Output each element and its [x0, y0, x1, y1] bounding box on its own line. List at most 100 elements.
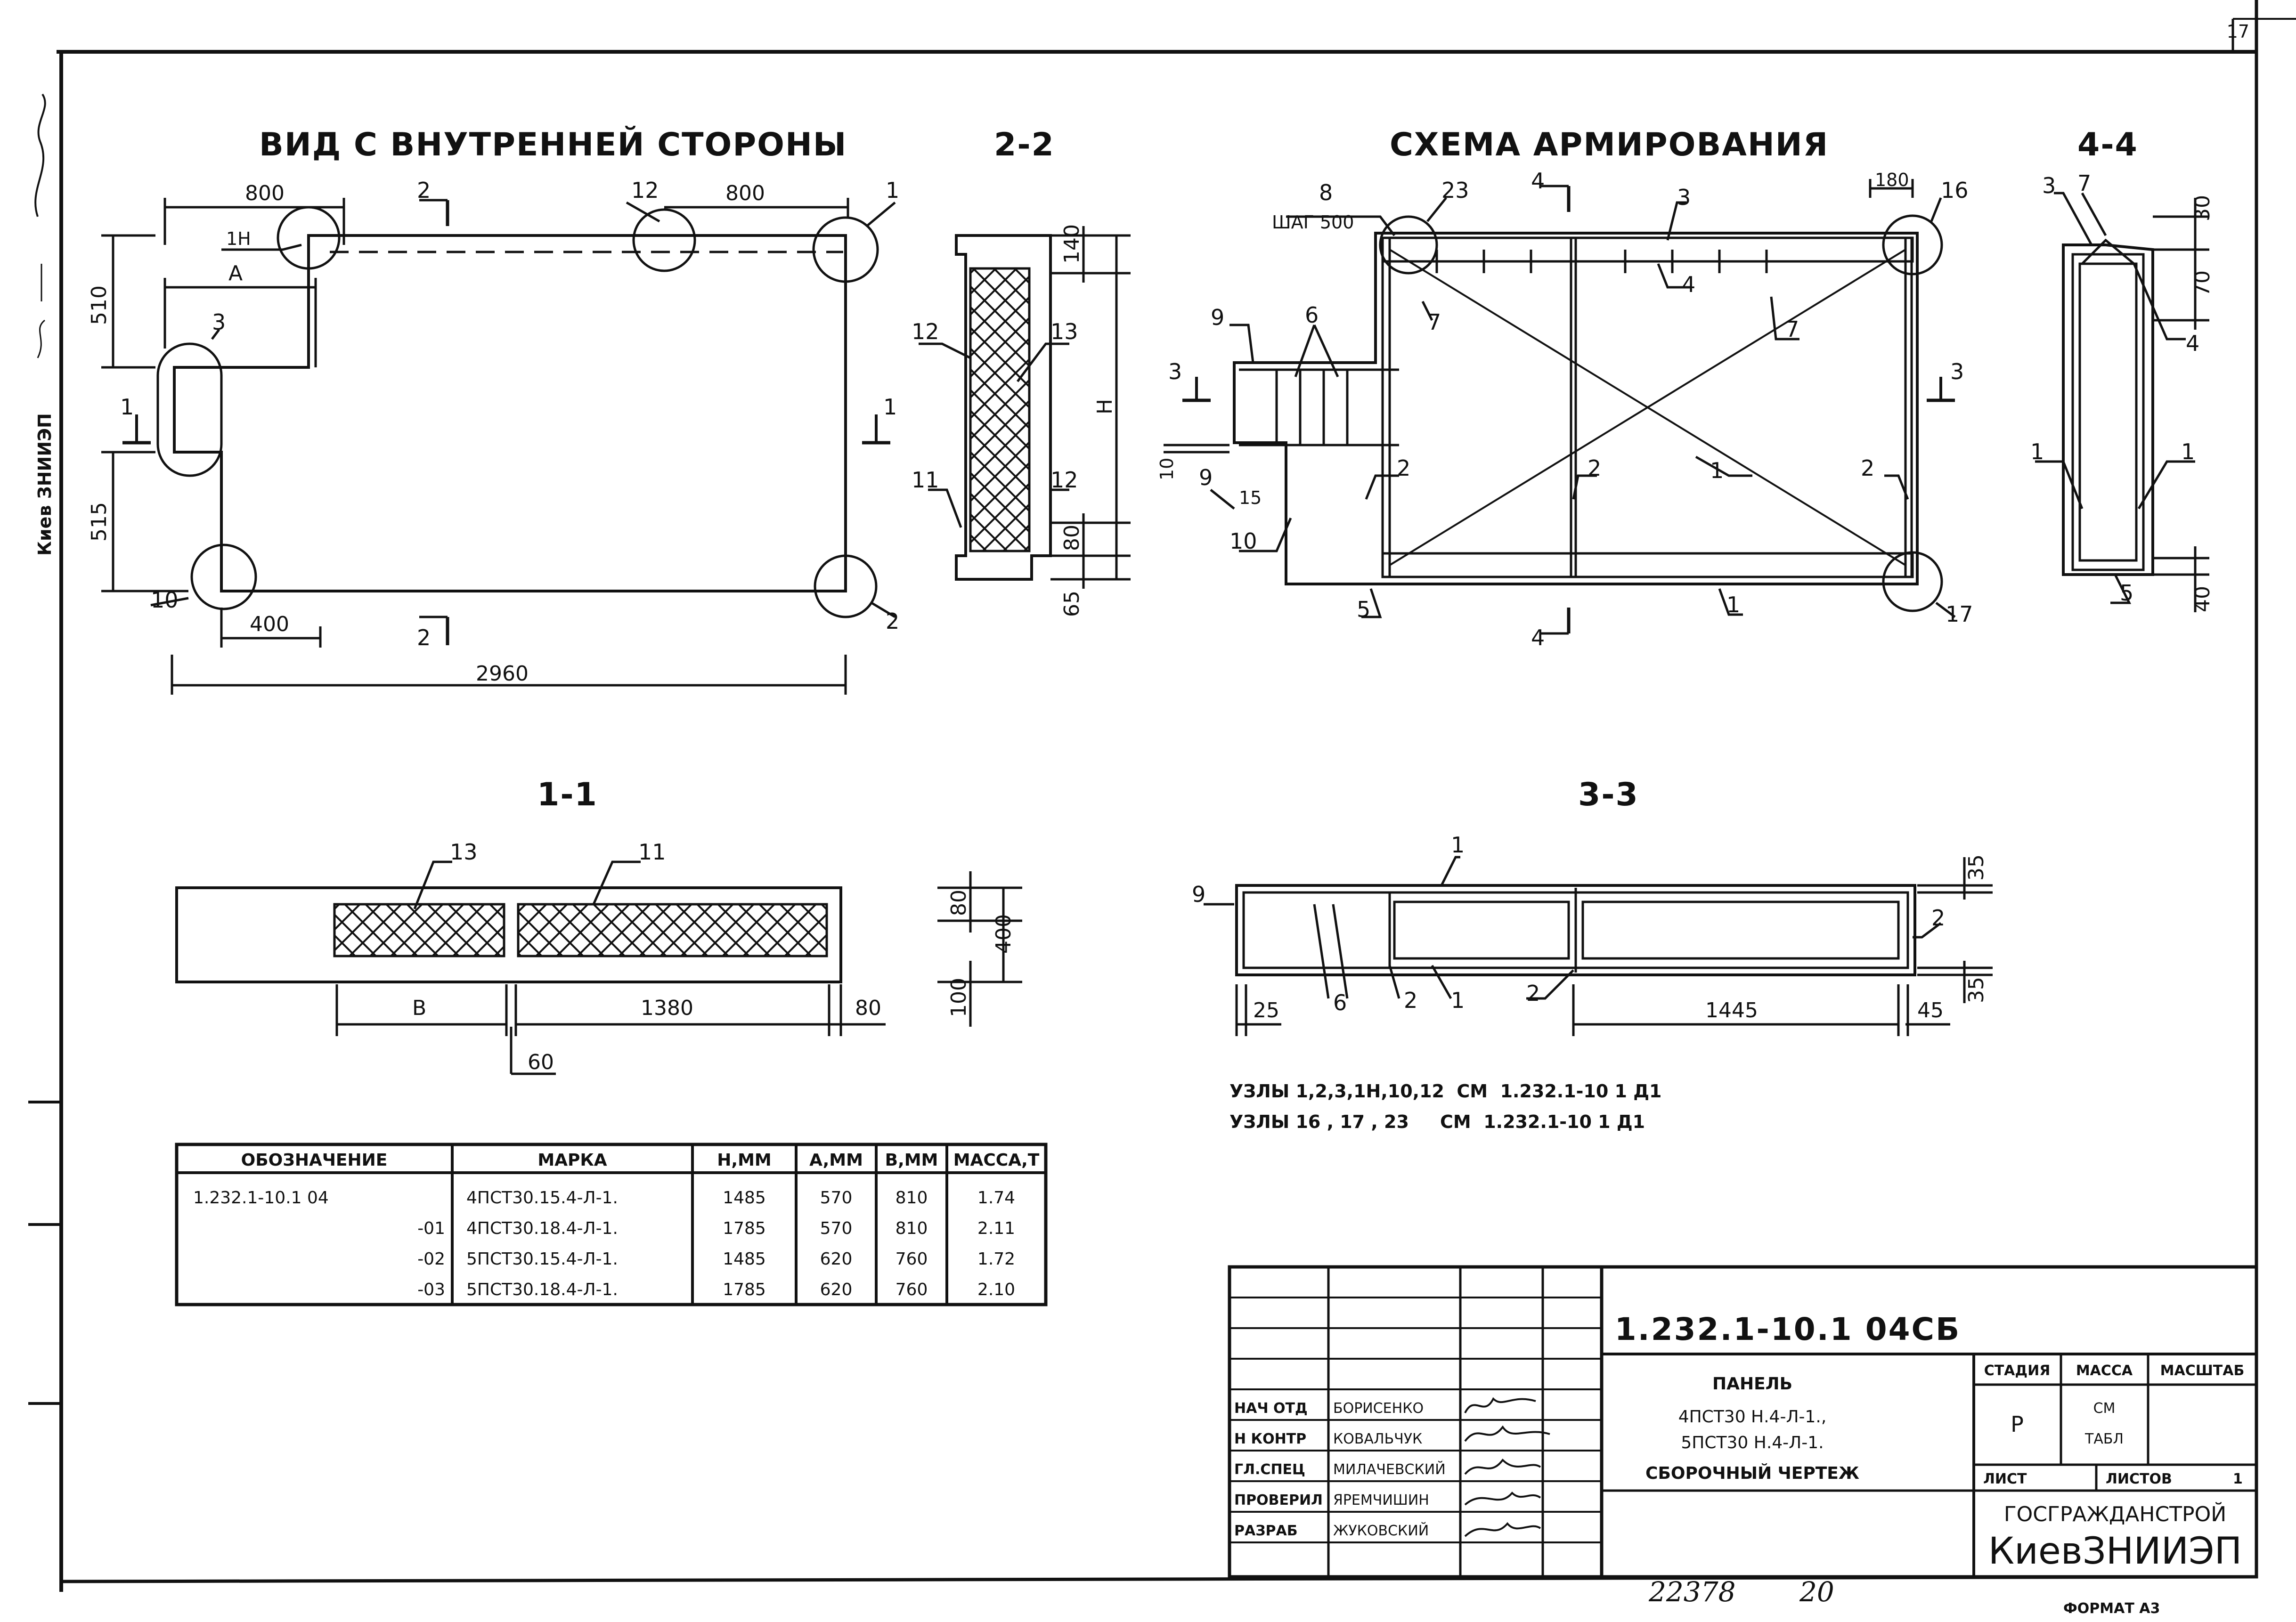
side-stamp: Киев ЗНИИЭП: [34, 413, 55, 556]
drawing-name: 4ПСТ30 Н.4-Л-1.,: [1678, 1407, 1827, 1427]
dim-label: 140: [1060, 224, 1084, 264]
table-cell: 2.10: [977, 1280, 1015, 1299]
table-cell: 2.11: [977, 1219, 1015, 1238]
drawing-code: 1.232.1-10.1 04СБ: [1615, 1311, 1961, 1347]
node-capsule: [156, 342, 223, 477]
table-header: МАРКА: [537, 1151, 607, 1170]
signature-role: Н КОНТР: [1234, 1431, 1306, 1447]
table-cell: 4ПСТ30.15.4-Л-1.: [466, 1188, 618, 1208]
spec-table-text: ОБОЗНАЧЕНИЕ МАРКА H,ММ A,ММ B,ММ МАССА,Т…: [193, 1151, 1040, 1299]
dim-label: 100: [947, 978, 971, 1017]
callout-2: 2: [1861, 455, 1874, 481]
section-4-4-labels: 3 7 4 1 1 5 30 70 40: [2030, 170, 2215, 612]
node-circle: [814, 554, 878, 618]
dim-label: 25: [1253, 998, 1279, 1022]
callout-12: 12: [631, 178, 659, 203]
nodes-note: УЗЛЫ 1,2,3,1Н,10,12 СМ 1.232.1-10 1 Д1: [1229, 1081, 1662, 1102]
callout-2: 2: [886, 608, 899, 634]
dim-label: 40: [2190, 586, 2215, 612]
table-cell: 760: [896, 1280, 928, 1299]
callout-11: 11: [638, 839, 666, 865]
table-cell: 5ПСТ30.15.4-Л-1.: [466, 1249, 618, 1269]
callout-4: 4: [1682, 272, 1695, 297]
callout-6: 6: [1305, 302, 1319, 328]
side-signature: [34, 93, 46, 217]
dim-label: 400: [992, 914, 1016, 954]
callout-1h: 1H: [226, 228, 251, 249]
signature-role: ПРОВЕРИЛ: [1234, 1492, 1323, 1508]
callout-1: 1: [886, 178, 899, 203]
dim-label: 510: [87, 285, 111, 325]
signature-name: ЖУКОВСКИЙ: [1333, 1522, 1429, 1539]
dim-label: 800: [725, 181, 765, 205]
drawing-name: 5ПСТ30 Н.4-Л-1.: [1681, 1433, 1824, 1452]
spec-table: [175, 1143, 1048, 1306]
callout-1: 1: [1451, 988, 1465, 1013]
dim-label: 80: [855, 996, 881, 1020]
dim-label: 1380: [641, 996, 693, 1020]
callout-1: 1: [2181, 439, 2195, 464]
table-cell: -02: [417, 1249, 445, 1269]
section-3-3-labels: 1 9 2 6 2 1 2 35 35 25 1445 45: [1192, 832, 1988, 1022]
callout-3: 3: [212, 309, 226, 335]
callout-10: 10: [1229, 528, 1257, 554]
table-cell: 1485: [723, 1249, 766, 1269]
dim-label: 800: [245, 181, 285, 205]
callout-1: 1: [1710, 458, 1724, 483]
callout-2: 2: [1526, 981, 1540, 1006]
section-mark: 2: [417, 625, 431, 650]
mass-value: ТАБЛ: [2084, 1431, 2124, 1447]
callout-12: 12: [912, 319, 939, 344]
sheet-number: 17: [2227, 21, 2249, 42]
table-cell: 760: [896, 1249, 928, 1269]
section-mark: 2: [417, 178, 431, 203]
dim-label: 35: [1964, 977, 1988, 1003]
title-section-3-3: 3-3: [1578, 776, 1639, 813]
signature-name: МИЛАЧЕВСКИЙ: [1333, 1461, 1446, 1478]
callout-10: 10: [151, 587, 179, 613]
table-cell: 810: [896, 1188, 928, 1208]
panel-outline: [173, 234, 847, 592]
callout-16: 16: [1941, 178, 1969, 203]
callout-7: 7: [1785, 316, 1799, 342]
table-cell: 1.72: [977, 1249, 1015, 1269]
table-cell: 810: [896, 1219, 928, 1238]
signature-role: РАЗРАБ: [1234, 1523, 1298, 1539]
node-circle: [190, 543, 257, 610]
table-cell: 1485: [723, 1188, 766, 1208]
dim-label: 180: [1875, 170, 1909, 190]
callout-9: 9: [1199, 465, 1213, 490]
dim-label: 10: [1156, 458, 1177, 480]
inner-side-view: [101, 198, 896, 695]
signature-name: БОРИСЕНКО: [1333, 1400, 1424, 1417]
title-section-4-4: 4-4: [2077, 126, 2138, 163]
callout-8: 8: [1319, 180, 1333, 205]
dim-label: 35: [1964, 854, 1988, 881]
callout-6: 6: [1333, 990, 1347, 1015]
inventory-number: 22378: [1648, 1576, 1736, 1608]
callout-2: 2: [1397, 455, 1410, 481]
dim-label: 515: [87, 502, 111, 542]
table-cell: 1785: [723, 1280, 766, 1299]
sheet-label: ЛИСТ: [1983, 1471, 2027, 1487]
title-section-2-2: 2-2: [994, 126, 1055, 163]
node-circle: [812, 216, 879, 283]
signature-role: НАЧ ОТД: [1234, 1400, 1308, 1417]
section-mark: 4: [1531, 168, 1545, 194]
table-cell: -01: [417, 1219, 445, 1238]
format-label: ФОРМАТ А3: [2063, 1600, 2160, 1617]
table-header: H,ММ: [717, 1151, 771, 1170]
dim-label: 400: [250, 612, 289, 636]
dim-label: B: [412, 996, 426, 1020]
callout-5: 5: [2120, 580, 2133, 606]
callout-1: 1: [2030, 439, 2044, 464]
callout-9: 9: [1211, 305, 1224, 330]
callout-1: 1: [1726, 592, 1740, 617]
signature-role: ГЛ.СПЕЦ: [1234, 1461, 1305, 1478]
reinforcement-view: [1164, 179, 1956, 635]
callout-5: 5: [1357, 597, 1370, 622]
section-mark: 1: [883, 394, 897, 420]
dim-label: 60: [528, 1050, 554, 1074]
signature-name: ЯРЕМЧИШИН: [1333, 1492, 1429, 1508]
